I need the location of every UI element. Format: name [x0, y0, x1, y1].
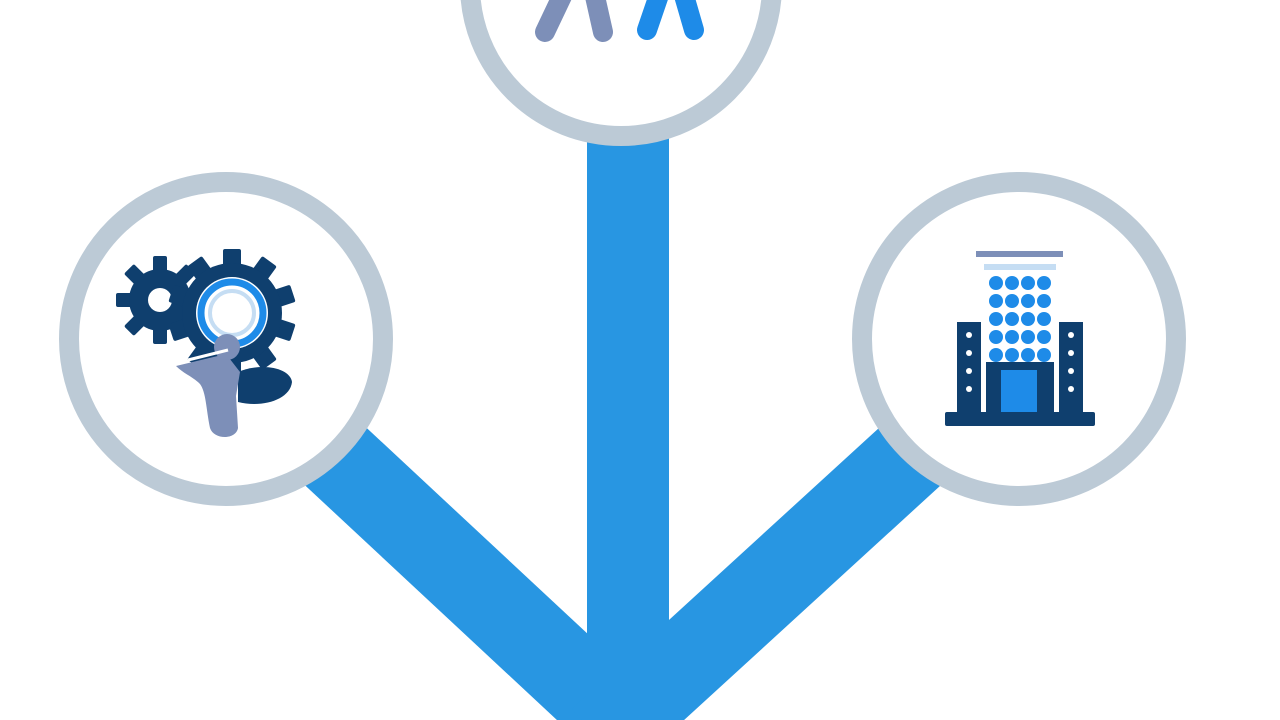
people-icon [535, 0, 704, 42]
connectors [289, 100, 957, 720]
node-left [59, 172, 393, 506]
gear-brain-icon [116, 249, 296, 437]
node-right [852, 172, 1186, 506]
node-top [460, 0, 782, 146]
connector-vertical [587, 100, 669, 720]
connector-left [289, 409, 669, 720]
office-building-icon [945, 251, 1095, 426]
node-top-ring [460, 0, 782, 146]
